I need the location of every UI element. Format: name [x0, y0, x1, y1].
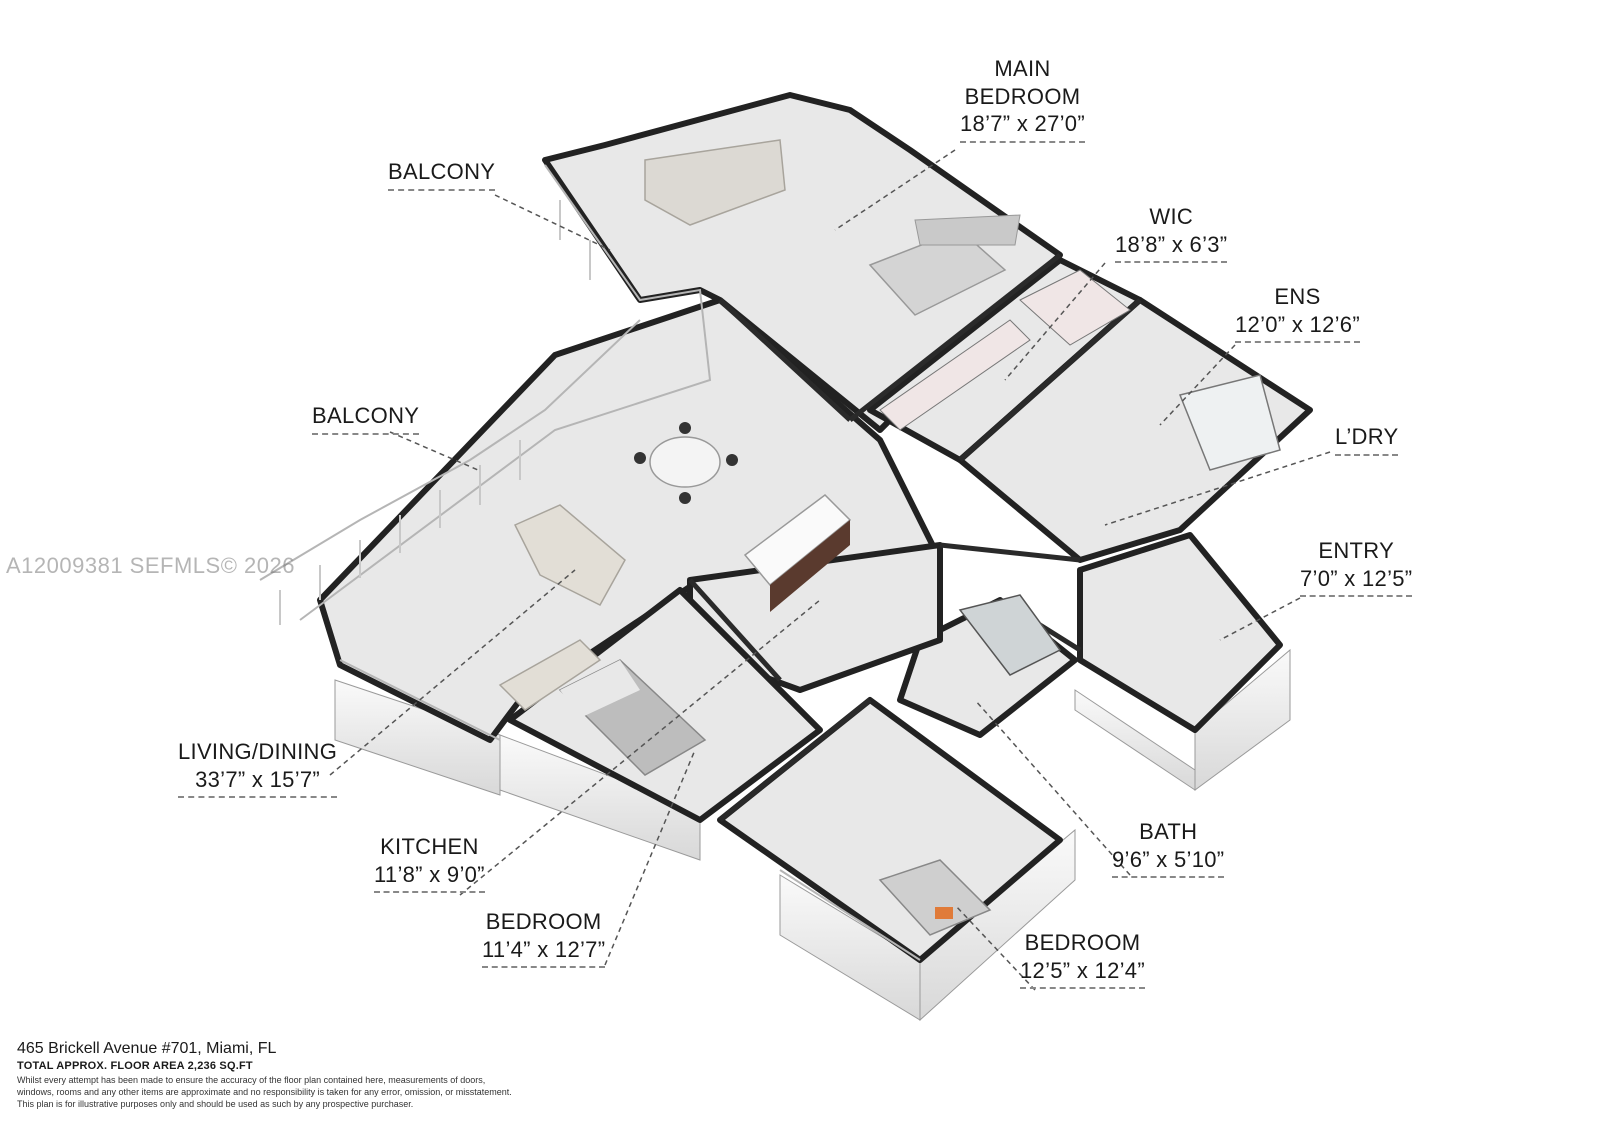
- entry-floor: [1077, 532, 1283, 733]
- bed-icon: [878, 859, 992, 936]
- living-dining-label: LIVING/DINING 33’7” x 15’7”: [178, 738, 338, 798]
- kitchen-label: KITCHEN 11’8” x 9’0”: [374, 833, 485, 893]
- kitchen-island-icon: [743, 494, 852, 612]
- dining-table-icon: [634, 422, 738, 504]
- bed-icon: [868, 214, 1021, 316]
- bedroom-2-label: BEDROOM 11’4” x 12’7”: [482, 908, 606, 968]
- railing-balusters: [279, 200, 591, 625]
- balcony-left-label: BALCONY: [312, 402, 420, 435]
- shower-icon: [958, 374, 1281, 676]
- disclaimer-line: This plan is for illustrative purposes o…: [17, 1099, 414, 1109]
- disclaimer-line: Whilst every attempt has been made to en…: [17, 1075, 486, 1085]
- bedroom-3-label: BEDROOM 12’5” x 12’4”: [1020, 929, 1145, 989]
- wic-label: WIC 18’8” x 6’3”: [1115, 203, 1228, 263]
- closet-icon: [879, 269, 1131, 431]
- leader-lines: [329, 149, 1331, 991]
- sofa-icon: [644, 139, 786, 226]
- bath-label: BATH 9’6” x 5’10”: [1112, 818, 1225, 878]
- entry-label: ENTRY 7’0” x 12’5”: [1300, 537, 1413, 597]
- laundry-label: L’DRY: [1335, 423, 1399, 456]
- balcony-top-label: BALCONY: [388, 158, 496, 191]
- property-address: 465 Brickell Avenue #701, Miami, FL: [17, 1040, 277, 1057]
- floor-area: TOTAL APPROX. FLOOR AREA 2,236 SQ.FT: [17, 1060, 253, 1072]
- ens-label: ENS 12’0” x 12’6”: [1235, 283, 1360, 343]
- disclaimer-line: windows, rooms and any other items are a…: [17, 1087, 512, 1097]
- footer: 465 Brickell Avenue #701, Miami, FL TOTA…: [17, 1040, 657, 1110]
- bed-icon: [558, 659, 707, 776]
- sofa-icon: [498, 504, 626, 711]
- main-bedroom-label: MAIN BEDROOM 18’7” x 27’0”: [960, 55, 1085, 143]
- balcony-railings: [259, 164, 921, 961]
- exterior-walls: [334, 648, 1291, 1022]
- mls-watermark: A12009381 SEFMLS© 2026: [6, 553, 295, 578]
